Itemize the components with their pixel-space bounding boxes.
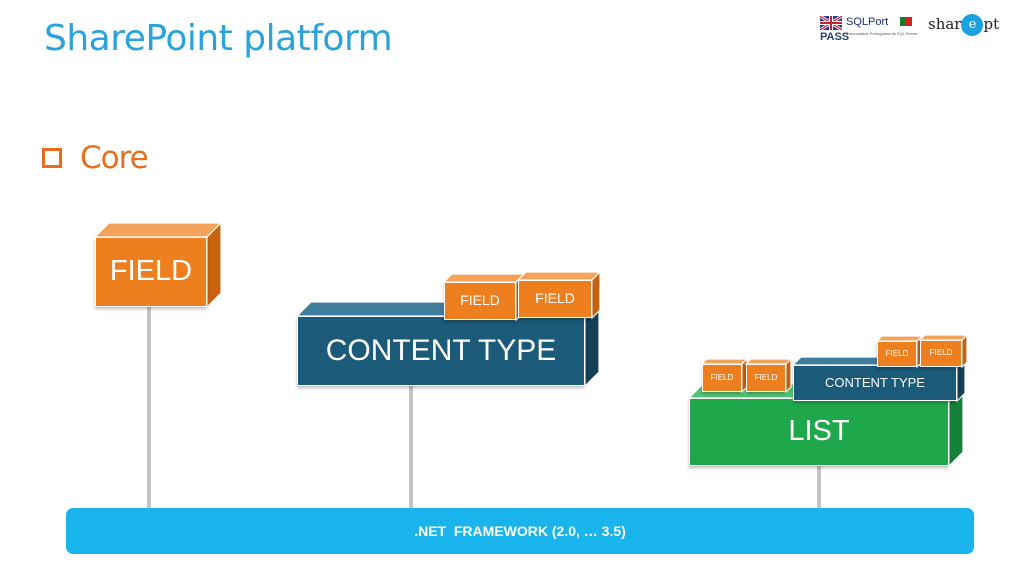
block-label: FIELD [518,280,592,318]
block-side-face [206,221,222,309]
pass-logo-text: PASS [820,31,850,43]
block-label: FIELD [920,340,962,367]
content-type-field-block-1: FIELD [442,272,526,322]
block-label: FIELD [746,364,786,392]
block-label: FIELD [444,282,516,320]
block-side-face [785,357,792,394]
sqlport-tagline: Comunidade Portuguesa de SQL Server [846,31,918,36]
block-side-face [591,270,601,320]
block-label: CONTENT TYPE [297,316,585,386]
list-content-type-field-block-2-3d [918,333,969,369]
sqlport-logo-text: SQLPort [846,16,889,28]
partner-logos: PASS SQLPort Comunidade Portuguesa de SQ… [820,14,1020,44]
block-label: FIELD [702,364,742,392]
field-block: FIELD [93,221,223,309]
list-field-block-1: FIELD [700,357,749,394]
content-type-field-block-2: FIELD [516,270,602,320]
sharept-logo-prefix: shar [928,15,962,33]
list-content-type-field-block-2: FIELD [918,333,969,369]
net-framework-bar: .NET FRAMEWORK (2.0, … 3.5) [66,508,974,554]
block-label: LIST [689,398,949,466]
connector-content-type [409,372,413,508]
slide-title: SharePoint platform [44,18,393,59]
list-field-block-2: FIELD [744,357,793,394]
list-content-type-field-block-1: FIELD [875,334,924,369]
field-block-3d [93,221,223,309]
block-label: FIELD [95,237,207,307]
block-top-face [93,222,223,238]
block-top-face [516,271,602,281]
checkbox-bullet-icon [42,148,62,168]
portugal-flag-icon [900,17,912,26]
list-content-type-block: CONTENT TYPE [791,355,967,403]
section-label: Core [80,140,149,176]
connector-field [147,294,151,508]
block-label: CONTENT TYPE [793,365,957,401]
connector-list [817,452,821,508]
block-label: FIELD [877,341,917,367]
block-side-face [961,333,968,369]
pass-flag-icon [820,16,842,30]
block-top-face [442,273,526,283]
sharept-logo-suffix: pt [983,15,1000,33]
list-field-block-1-3d [700,357,749,394]
sharept-logo-e-icon: e [961,14,984,36]
